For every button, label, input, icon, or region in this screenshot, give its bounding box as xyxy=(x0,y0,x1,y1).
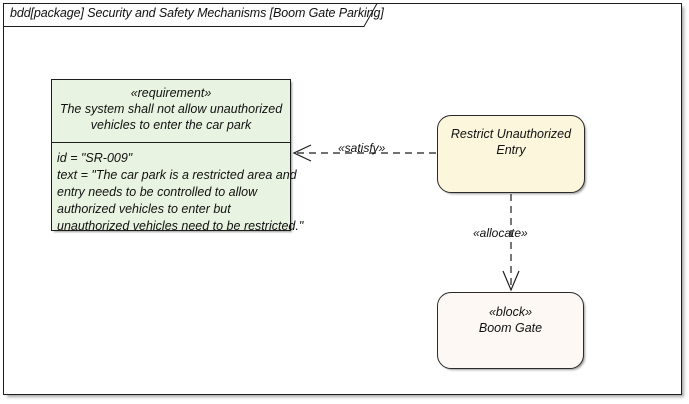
usecase-label: Restrict Unauthorized Entry xyxy=(451,126,571,158)
requirement-stereotype: «requirement» xyxy=(130,86,212,100)
block-boom-gate[interactable]: «block» Boom Gate xyxy=(437,292,584,369)
connector-label-satisfy: «satisfy» xyxy=(338,141,386,155)
usecase-name-line2: Entry xyxy=(496,143,526,157)
requirement-property-id: id = "SR-009" xyxy=(57,151,133,165)
requirement-property-text-line2: entry needs to be controlled to allow xyxy=(57,185,258,199)
requirement-property-text-line4: unauthorized vehicles need to be restric… xyxy=(57,219,304,233)
requirement-properties: id = "SR-009" text = "The car park is a … xyxy=(52,143,304,235)
usecase-name-line1: Restrict Unauthorized xyxy=(450,127,572,141)
requirement-element[interactable]: «requirement» The system shall not allow… xyxy=(51,79,303,233)
block-name: Boom Gate xyxy=(478,321,543,335)
frame-tab xyxy=(3,3,378,27)
connector-label-allocate: «allocate» xyxy=(473,226,528,240)
requirement-header: «requirement» The system shall not allow… xyxy=(52,80,290,143)
block-stereotype: «block» xyxy=(488,305,533,319)
requirement-name-line1: The system shall not allow unauthorized xyxy=(59,102,283,116)
requirement-name-line2: vehicles to enter the car park xyxy=(90,118,252,132)
frame-label: bdd[package] Security and Safety Mechani… xyxy=(10,6,384,20)
requirement-property-text-line1: text = "The car park is a restricted are… xyxy=(57,168,297,182)
usecase-restrict-unauthorized-entry[interactable]: Restrict Unauthorized Entry xyxy=(437,115,585,193)
requirement-property-text-line3: authorized vehicles to enter but xyxy=(57,202,231,216)
block-label: «block» Boom Gate xyxy=(479,304,542,336)
